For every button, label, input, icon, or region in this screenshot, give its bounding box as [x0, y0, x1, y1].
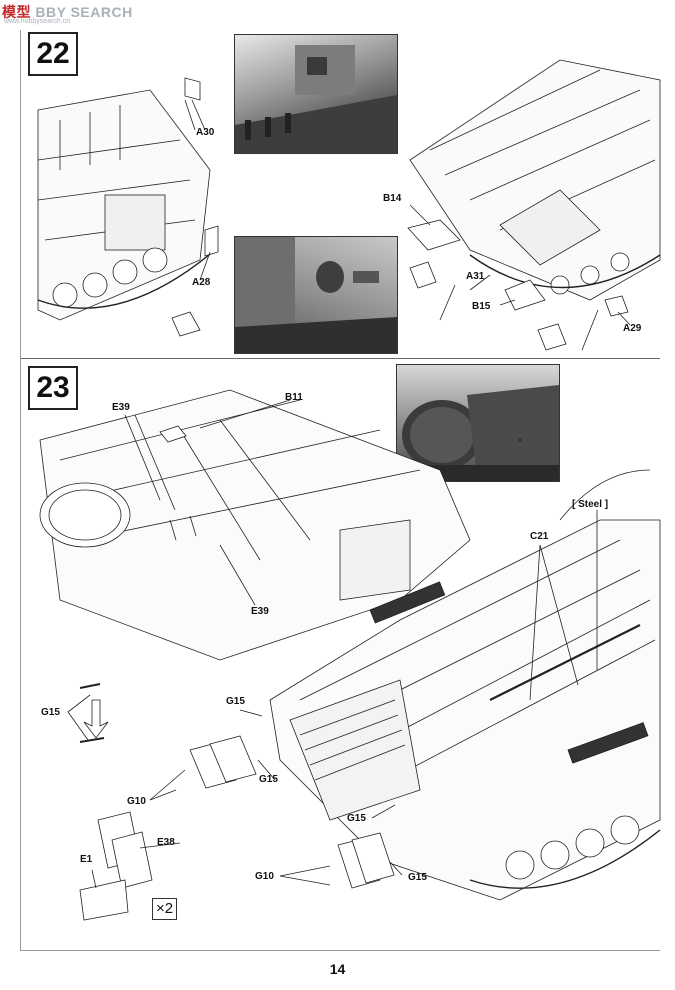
part-label-e39-bottom: E39	[251, 606, 269, 617]
part-label-g15-lower: G15	[347, 813, 366, 824]
hull-lower-step23	[269, 438, 661, 901]
part-label-steel: [ Steel ]	[572, 499, 609, 510]
part-label-a29: A29	[623, 323, 642, 334]
rack-g10-e38	[79, 735, 395, 921]
part-label-g15-mid: G15	[259, 774, 278, 785]
photo-1-detail	[235, 45, 397, 153]
step-number-22: 22	[28, 32, 78, 76]
hull-upper-step23	[39, 389, 471, 661]
reference-photo-1	[234, 34, 398, 154]
part-label-g10-lower: G10	[255, 871, 274, 882]
part-label-a28: A28	[192, 277, 211, 288]
part-label-e39-top: E39	[112, 402, 130, 413]
reference-photo-2	[234, 236, 398, 354]
page-frame-bottom	[20, 950, 660, 951]
part-label-g15-left: G15	[41, 707, 60, 718]
step-number-23: 23	[28, 366, 78, 410]
photo-2-detail	[235, 237, 397, 353]
part-label-c21: C21	[530, 531, 549, 542]
watermark-brand: BBY SEARCH	[35, 4, 133, 20]
hull-right-step22	[409, 59, 661, 301]
watermark-url: www.hobbysearch.cn	[4, 18, 71, 25]
part-label-e1: E1	[80, 854, 93, 865]
part-label-b11: B11	[285, 392, 303, 403]
part-label-g15-lower-right: G15	[408, 872, 427, 883]
part-label-g15-mid-top: G15	[226, 696, 245, 707]
multiplier-badge: ×2	[152, 898, 178, 920]
hull-left-step22	[37, 89, 216, 321]
page-number: 14	[329, 961, 346, 977]
part-label-b15: B15	[472, 301, 491, 312]
part-label-a31: A31	[466, 271, 485, 282]
watermark-logo: 模型 BBY SEARCH	[2, 2, 133, 22]
part-label-b14: B14	[383, 193, 402, 204]
part-label-g10-left: G10	[127, 796, 146, 807]
page-frame-left	[20, 30, 21, 950]
reference-photo-3	[396, 364, 560, 482]
part-label-e38: E38	[157, 837, 175, 848]
step-divider	[20, 358, 660, 359]
watermark-prefix: 模型	[2, 4, 31, 20]
part-label-a30: A30	[196, 127, 215, 138]
